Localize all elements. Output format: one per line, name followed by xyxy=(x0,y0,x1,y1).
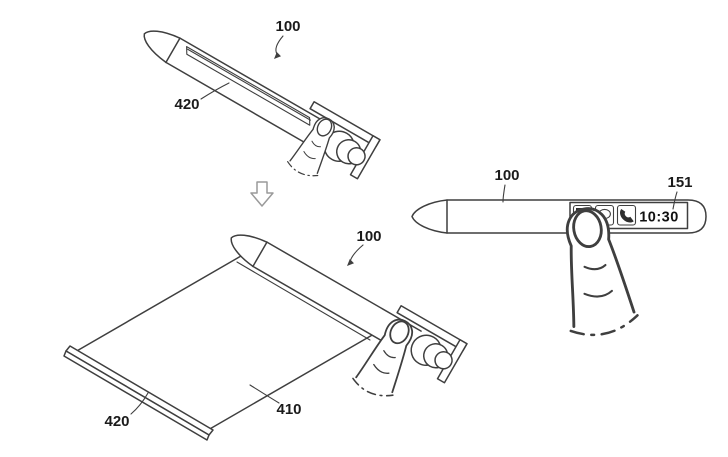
pen-body-fill xyxy=(252,242,422,356)
clock-text: 10:30 xyxy=(639,210,679,226)
pen-tip-seam xyxy=(165,37,181,64)
pen-body-bottom-edge xyxy=(165,61,309,146)
ref-label-420: 420 xyxy=(174,96,199,113)
figure-side-pen: 10:30 100 151 xyxy=(411,167,707,341)
leader-line-420 xyxy=(200,82,230,100)
phone-icon xyxy=(616,204,637,226)
pen-body-top-edge xyxy=(266,241,422,332)
pen-body-bottom-edge xyxy=(252,265,396,350)
ref-label-151: 151 xyxy=(667,174,692,191)
figure-unrolled-pen: 100 410 420 xyxy=(63,228,468,441)
leader-arrowhead xyxy=(347,259,354,266)
pen-tip xyxy=(230,234,268,268)
leader-line-100 xyxy=(502,184,506,203)
pen-tip-seam xyxy=(252,241,268,268)
leader-arrowhead xyxy=(274,52,281,59)
ref-label-420: 420 xyxy=(104,413,129,430)
pen-display-slot xyxy=(186,46,311,126)
pen-body-top-edge xyxy=(179,37,335,128)
leader-line-100 xyxy=(275,35,284,55)
leader-line-420 xyxy=(130,392,149,415)
phone-handset xyxy=(620,209,634,223)
figure-closed-pen: 100 420 xyxy=(143,18,381,182)
ref-label-100: 100 xyxy=(356,228,381,245)
display-roll-edge xyxy=(236,261,371,341)
transition-down-arrow xyxy=(250,181,274,207)
leader-line-100 xyxy=(349,244,364,263)
leader-line-410 xyxy=(249,384,280,404)
ref-label-100: 100 xyxy=(275,18,300,35)
ref-label-410: 410 xyxy=(276,401,301,418)
ref-label-100: 100 xyxy=(494,167,519,184)
leader-line-151 xyxy=(672,191,678,210)
display-edge-bar xyxy=(63,345,214,441)
pen-tip xyxy=(143,30,181,64)
